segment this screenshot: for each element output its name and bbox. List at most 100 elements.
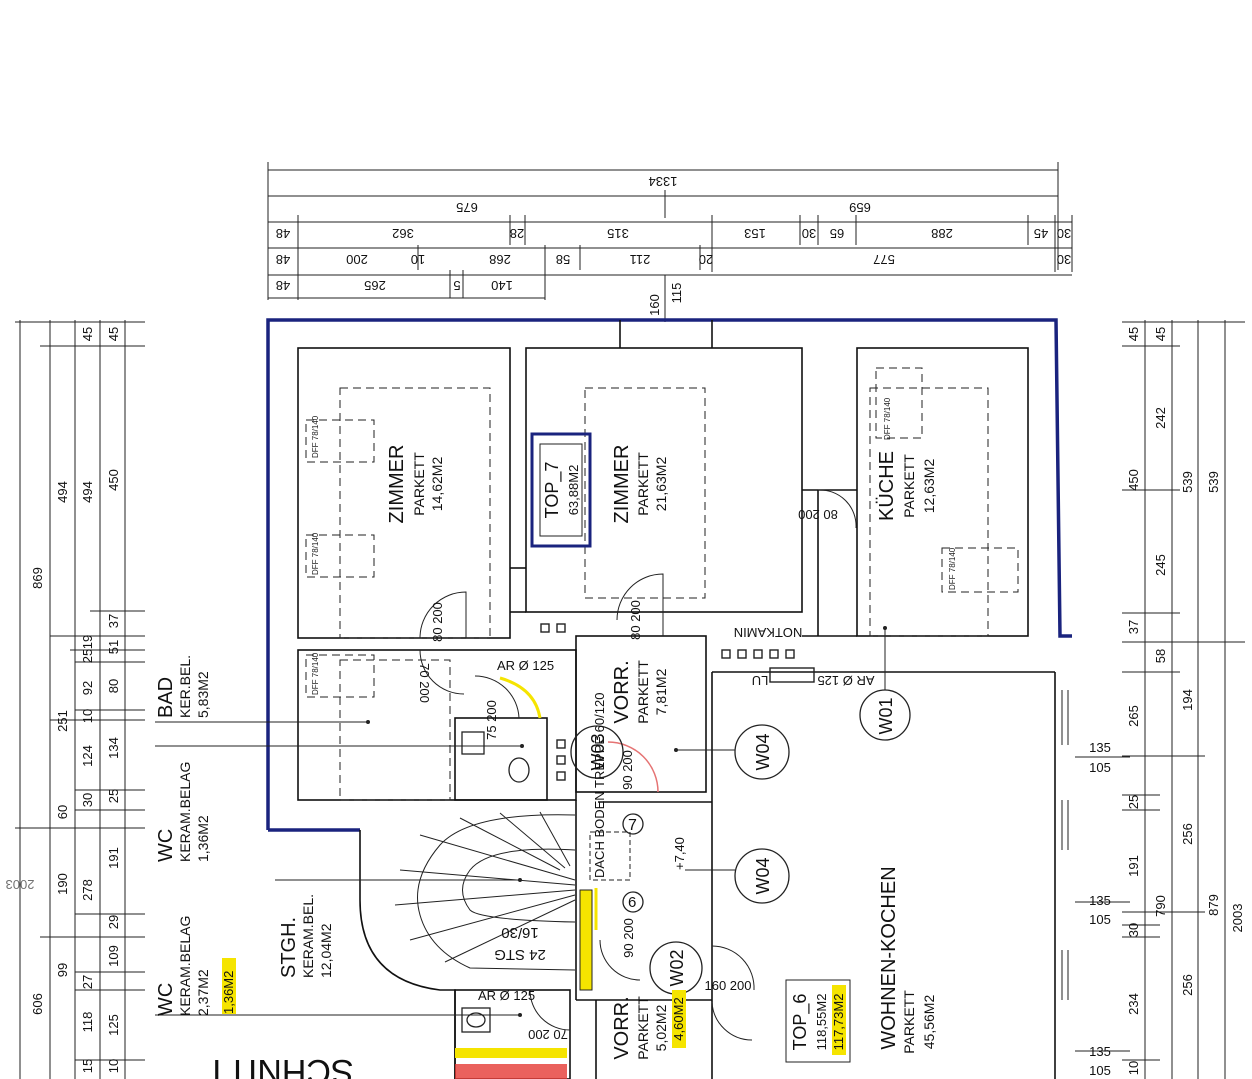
svg-text:14,62M2: 14,62M2 (429, 457, 445, 512)
dim-48a: 48 (276, 226, 290, 241)
dim-48c: 48 (276, 278, 290, 293)
dim-r265: 265 (1126, 705, 1141, 727)
dim-494a: 494 (55, 481, 70, 503)
svg-text:5,83M2: 5,83M2 (195, 671, 211, 718)
dim-30: 30 (80, 793, 95, 807)
dim-251: 251 (55, 710, 70, 732)
door-swing-red (607, 741, 659, 793)
door-kueche: 80 200 (798, 507, 838, 522)
dim-99: 99 (55, 963, 70, 977)
dim-r256b: 256 (1180, 974, 1195, 996)
svg-text:7,81M2: 7,81M2 (653, 668, 669, 715)
svg-text:1,36M2: 1,36M2 (221, 971, 236, 1014)
tag-w04a: W04 (753, 733, 773, 770)
dim-288: 288 (931, 226, 953, 241)
label-wc-2: WC KERAM.BELAG 2,37M2 1,36M2 (155, 916, 236, 1016)
dim-869: 869 (30, 567, 45, 589)
leader-lines (155, 628, 886, 1016)
tag-w03: W03 (588, 733, 608, 770)
svg-text:KER.BEL.: KER.BEL. (177, 655, 193, 718)
dim-190: 190 (55, 873, 70, 895)
leader-dots (366, 626, 887, 1017)
svg-text:WOHNEN-KOCHEN: WOHNEN-KOCHEN (878, 866, 900, 1049)
dim-r234: 234 (1126, 993, 1141, 1015)
door-vorr: 90 200 (620, 750, 635, 790)
svg-text:12,04M2: 12,04M2 (318, 923, 334, 978)
svg-text:DFF 78/140: DFF 78/140 (311, 652, 320, 695)
dim-606: 606 (30, 993, 45, 1015)
door-bad: 70 200 (417, 663, 432, 703)
tag-w04b: W04 (753, 857, 773, 894)
level-label: +7,40 (672, 837, 687, 870)
top6-area: 118,55M2 (814, 994, 829, 1051)
win-105c: 105 (1089, 1063, 1111, 1078)
svg-text:KÜCHE: KÜCHE (876, 451, 898, 521)
top7-box (530, 432, 592, 548)
stair-number-7: 7 (628, 817, 637, 834)
room-zimmer-1: ZIMMER PARKETT 14,62M2 (386, 445, 445, 524)
dim-450: 450 (106, 469, 121, 491)
dim-r879: 879 (1206, 894, 1221, 916)
dim-r539a: 539 (1180, 471, 1195, 493)
right-dimension-text: 45 450 37 265 25 191 30 234 10 45 242 24… (1126, 327, 1245, 1075)
dim-92: 92 (80, 681, 95, 695)
door-wc2: 70 200 (528, 1027, 568, 1042)
svg-text:KERAM.BELAG: KERAM.BELAG (177, 762, 193, 862)
dim-20: 20 (699, 252, 713, 267)
section-label: SCHNITT (206, 1052, 353, 1079)
dim-r30: 30 (1126, 923, 1141, 937)
dim-362: 362 (392, 226, 414, 241)
dim-30a: 30 (802, 226, 816, 241)
door-swings (419, 489, 857, 1041)
left-dimension-lines (15, 320, 145, 1079)
room-wohnen-kochen: WOHNEN-KOCHEN PARKETT 45,56M2 (878, 866, 937, 1053)
svg-text:BAD: BAD (155, 677, 177, 718)
dim-268: 268 (489, 252, 511, 267)
skylight-4: DFF 78/140 (875, 367, 923, 440)
skylight-1: DFF 78/140 (305, 415, 375, 463)
dim-15: 15 (80, 1059, 95, 1073)
skylight-5: DFF 78/140 (941, 547, 1019, 593)
dim-58: 58 (556, 252, 570, 267)
dim-25a: 25 (80, 649, 95, 663)
dim-577: 577 (873, 252, 895, 267)
top6-area-highlight: 117,73M2 (831, 994, 846, 1051)
dim-27: 27 (80, 975, 95, 989)
top-dimension-lines: 1334 675 659 48 362 28 315 153 30 65 288… (267, 162, 1073, 322)
dim-51: 51 (106, 640, 121, 654)
dim-109: 109 (106, 945, 121, 967)
window-tag-labels: W01 W02 W03 W04 W04 (588, 697, 896, 986)
svg-text:12,63M2: 12,63M2 (921, 459, 937, 514)
svg-text:STGH.: STGH. (278, 917, 300, 978)
skylight-2: DFF 78/140 (305, 532, 375, 578)
dim-10: 10 (411, 252, 425, 267)
svg-text:KERAM.BEL.: KERAM.BEL. (300, 894, 316, 978)
label-wc-1: WC KERAM.BELAG 1,36M2 (155, 762, 211, 862)
stairs-count: 24 STG (494, 946, 546, 963)
highlight-marks (455, 676, 598, 1079)
svg-text:VORR.: VORR. (611, 996, 633, 1059)
ar-label-2: AR Ø 125 (817, 673, 874, 688)
dim-10a: 10 (80, 709, 95, 723)
svg-text:5,02M2: 5,02M2 (653, 1004, 669, 1051)
top7-area: 63,88M2 (566, 465, 581, 516)
window-tags (570, 689, 911, 995)
label-bad: BAD KER.BEL. 5,83M2 (155, 655, 211, 718)
dim-28: 28 (510, 226, 524, 241)
svg-text:45,56M2: 45,56M2 (921, 995, 937, 1050)
door-entry: 160 200 (705, 978, 752, 993)
notkamin-label: NOTKAMIN (734, 625, 803, 640)
door-zimmer2: 80 200 (628, 600, 643, 640)
svg-text:VORR.: VORR. (611, 660, 633, 723)
tag-w01: W01 (876, 697, 896, 734)
dim-29: 29 (106, 915, 121, 929)
ar-label-3: AR Ø 125 (478, 988, 535, 1003)
stairs-size: 16/30 (501, 924, 539, 941)
svg-text:PARKETT: PARKETT (901, 454, 917, 518)
chimney-blocks (540, 623, 815, 781)
svg-text:4,60M2: 4,60M2 (671, 997, 686, 1040)
dim-r245: 245 (1153, 554, 1168, 576)
dim-19: 19 (80, 635, 95, 649)
dim-659: 659 (849, 200, 871, 215)
